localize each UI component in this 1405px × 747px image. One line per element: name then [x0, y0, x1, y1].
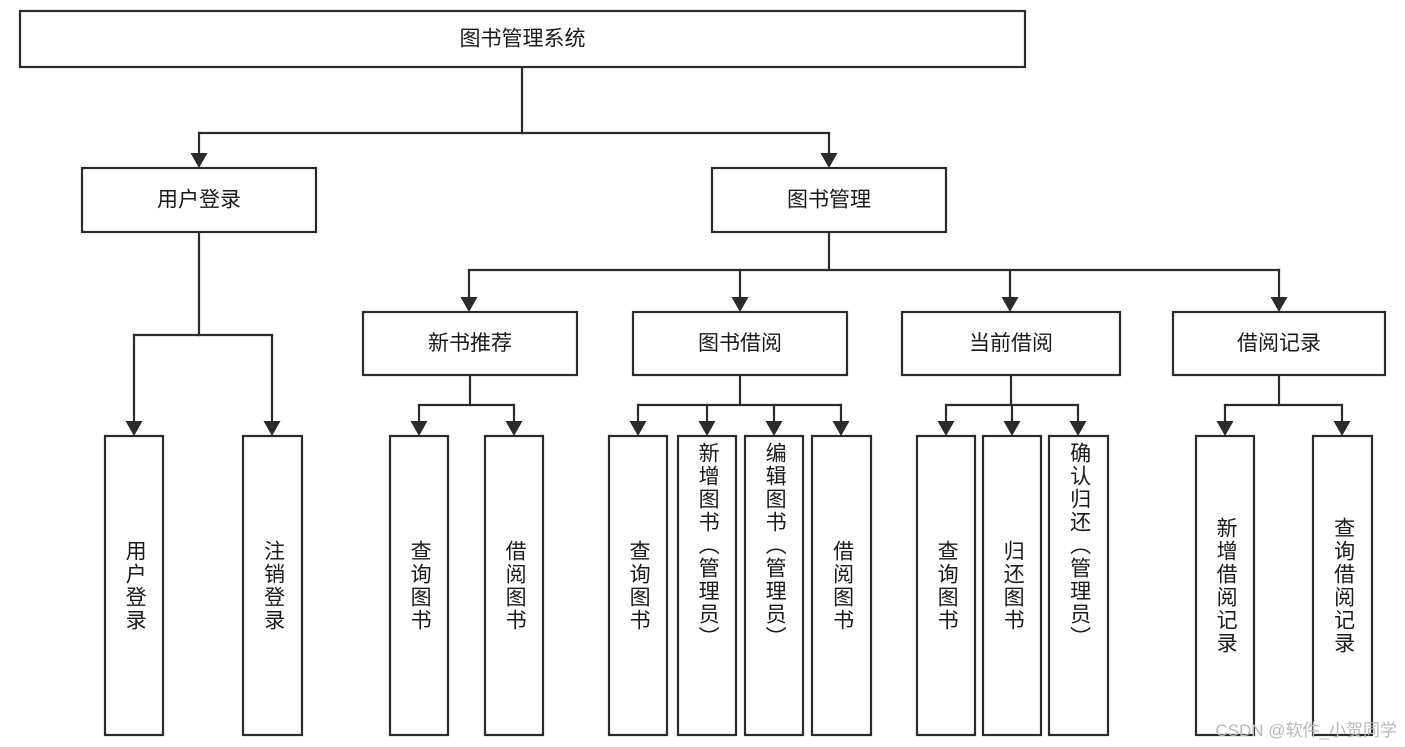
book-borrow-arrow-0-head: [629, 421, 647, 436]
node-leaf-query-book-2[interactable]: [607, 434, 669, 737]
node-leaf-query-record-label: 查询借阅记录: [1331, 516, 1355, 655]
root-arrow-1-head: [820, 153, 838, 168]
book-manage-arrow-2-head: [1001, 297, 1019, 312]
node-leaf-add-record-label: 新增借阅记录: [1214, 516, 1238, 655]
node-current-borrow[interactable]: [900, 310, 1122, 377]
connectors-layer: [125, 65, 1351, 436]
node-leaf-query-record[interactable]: [1311, 434, 1374, 737]
node-leaf-edit-book[interactable]: [743, 434, 805, 737]
root-arrow-0-head: [190, 153, 208, 168]
node-user-login[interactable]: [80, 166, 318, 234]
node-book-borrow[interactable]: [631, 310, 849, 377]
book-borrow-arrow-3-head: [832, 421, 850, 436]
book-borrow-arrow-2-head: [765, 421, 783, 436]
book-borrow-arrow-1-head: [698, 421, 716, 436]
node-leaf-add-book-label-wrap: 新增图书（管理员）: [678, 436, 736, 735]
node-leaf-user-login-label-wrap: 用户登录: [105, 436, 163, 735]
node-borrow-record-label: 借阅记录: [1237, 332, 1321, 355]
user-login-arrow-0-head: [125, 421, 143, 436]
node-user-login-label: 用户登录: [157, 189, 241, 212]
borrow-record-arrow-0-head: [1216, 421, 1234, 436]
node-leaf-query-book-3-label-wrap: 查询图书: [917, 436, 975, 735]
node-leaf-query-book-2-label-wrap: 查询图书: [609, 436, 667, 735]
node-leaf-confirm-return[interactable]: [1047, 434, 1110, 737]
node-leaf-confirm-return-label: 确认归还（管理员）: [1067, 442, 1091, 649]
node-leaf-user-login[interactable]: [103, 434, 165, 737]
node-leaf-query-book-2-label: 查询图书: [627, 539, 651, 632]
node-leaf-add-book[interactable]: [676, 434, 738, 737]
node-current-borrow-label: 当前借阅: [969, 332, 1053, 355]
node-root[interactable]: [18, 9, 1027, 69]
new-book-rec-arrow-0-head: [410, 421, 428, 436]
node-leaf-edit-book-label-wrap: 编辑图书（管理员）: [745, 436, 803, 735]
node-leaf-borrow-book-2[interactable]: [810, 434, 873, 737]
node-leaf-user-logout-label-wrap: 注销登录: [243, 436, 302, 735]
node-book-manage-label: 图书管理: [787, 189, 871, 212]
node-leaf-query-book-1-label: 查询图书: [408, 539, 432, 632]
node-leaf-query-book-3[interactable]: [915, 434, 977, 737]
node-new-book-rec[interactable]: [361, 310, 579, 377]
boxes-layer: [18, 9, 1387, 737]
node-leaf-return-book-label-wrap: 归还图书: [983, 436, 1041, 735]
node-leaf-user-login-label: 用户登录: [123, 539, 147, 632]
node-leaf-borrow-book-2-label: 借阅图书: [830, 539, 854, 632]
node-leaf-user-logout-label: 注销登录: [261, 539, 285, 632]
node-leaf-borrow-book-1-label-wrap: 借阅图书: [485, 436, 543, 735]
current-borrow-arrow-0-head: [937, 421, 955, 436]
node-leaf-query-book-1[interactable]: [388, 434, 450, 737]
node-book-borrow-label: 图书借阅: [698, 332, 782, 355]
node-root-label: 图书管理系统: [460, 28, 586, 51]
node-leaf-query-record-label-wrap: 查询借阅记录: [1313, 436, 1372, 735]
node-leaf-borrow-book-1[interactable]: [483, 434, 545, 737]
node-leaf-edit-book-label: 编辑图书（管理员）: [763, 442, 787, 649]
node-leaf-user-logout[interactable]: [241, 434, 304, 737]
watermark: CSDN @软件_小贺同学: [1215, 721, 1397, 740]
node-borrow-record[interactable]: [1171, 310, 1387, 377]
node-leaf-query-book-1-label-wrap: 查询图书: [390, 436, 448, 735]
node-leaf-query-book-3-label: 查询图书: [935, 539, 959, 632]
book-manage-arrow-1-head: [731, 297, 749, 312]
user-login-arrow-1-head: [263, 421, 281, 436]
book-manage-arrow-0-head: [460, 297, 478, 312]
node-leaf-borrow-book-1-label: 借阅图书: [503, 539, 527, 632]
current-borrow-arrow-2-head: [1069, 421, 1087, 436]
new-book-rec-arrow-1-head: [505, 421, 523, 436]
borrow-record-arrow-1-head: [1333, 421, 1351, 436]
node-leaf-add-record-label-wrap: 新增借阅记录: [1196, 436, 1254, 735]
node-book-manage[interactable]: [710, 166, 948, 234]
node-leaf-return-book-label: 归还图书: [1001, 539, 1025, 632]
node-leaf-return-book[interactable]: [981, 434, 1043, 737]
node-new-book-rec-label: 新书推荐: [428, 332, 512, 355]
node-leaf-borrow-book-2-label-wrap: 借阅图书: [812, 436, 871, 735]
book-manage-arrow-3-head: [1270, 297, 1288, 312]
node-leaf-confirm-return-label-wrap: 确认归还（管理员）: [1049, 436, 1108, 735]
node-leaf-add-record[interactable]: [1194, 434, 1256, 737]
node-leaf-add-book-label: 新增图书（管理员）: [696, 442, 720, 649]
current-borrow-arrow-1-head: [1003, 421, 1021, 436]
